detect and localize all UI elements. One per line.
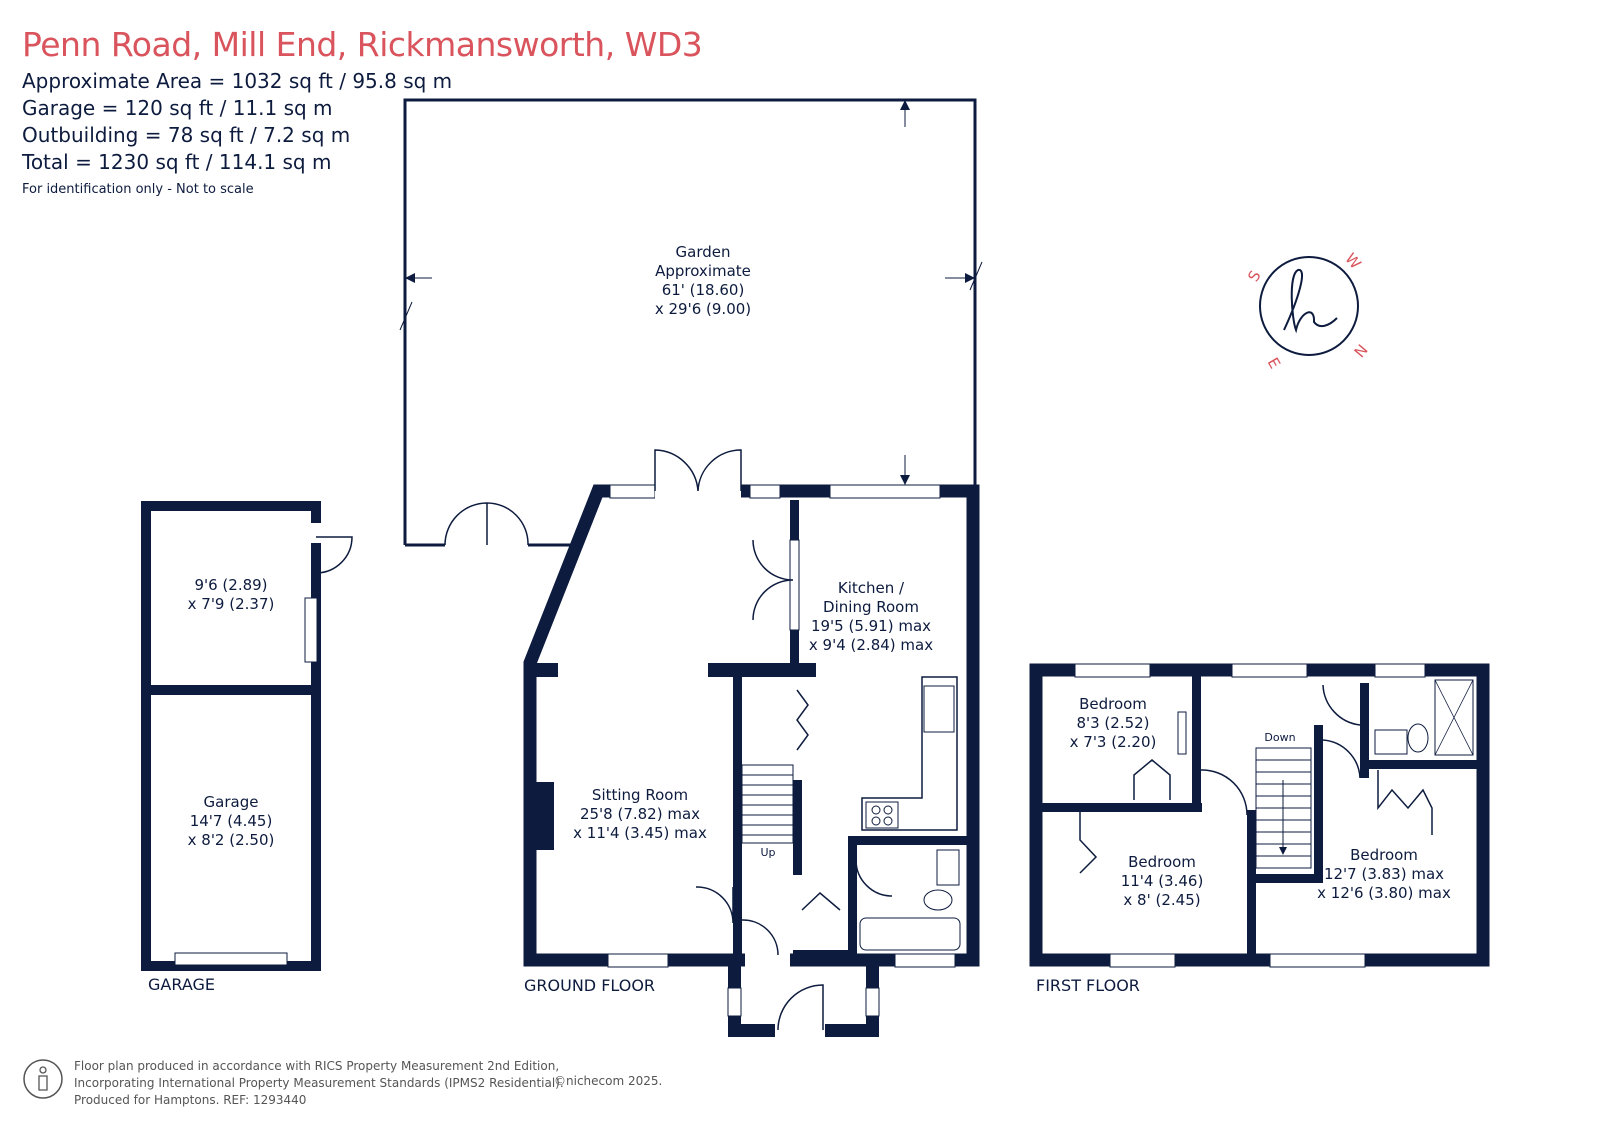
outbuilding-length: 9'6 (2.89) bbox=[194, 576, 267, 594]
garage-label: Garage 14'7 (4.45) x 8'2 (2.50) bbox=[188, 793, 275, 849]
first-stairs bbox=[1255, 747, 1312, 869]
sitting-length: 25'8 (7.82) max bbox=[580, 805, 700, 823]
compass-w: W bbox=[1341, 250, 1364, 273]
compass-n: N bbox=[1351, 341, 1372, 361]
compass-s: S bbox=[1244, 267, 1264, 284]
total-area: Total = 1230 sq ft / 114.1 sq m bbox=[22, 150, 332, 174]
bedroom-1-width: x 7'3 (2.20) bbox=[1070, 733, 1157, 751]
footer-text: Floor plan produced in accordance with R… bbox=[74, 1058, 564, 1109]
info-person-icon bbox=[23, 1059, 63, 1099]
footer: Floor plan produced in accordance with R… bbox=[22, 1058, 564, 1109]
bedroom-1-length: 8'3 (2.52) bbox=[1076, 714, 1149, 732]
bedroom-2-name: Bedroom bbox=[1128, 853, 1196, 871]
bedroom-3-width: x 12'6 (3.80) max bbox=[1317, 884, 1451, 902]
approximate-area: Approximate Area = 1032 sq ft / 95.8 sq … bbox=[22, 69, 453, 93]
garden-name: Garden bbox=[676, 243, 731, 261]
garden-outline bbox=[399, 98, 983, 547]
bedroom-1-name: Bedroom bbox=[1079, 695, 1147, 713]
sitting-name: Sitting Room bbox=[592, 786, 688, 804]
bedroom-2-width: x 8' (2.45) bbox=[1123, 891, 1200, 909]
garage-area: Garage = 120 sq ft / 11.1 sq m bbox=[22, 96, 333, 120]
copyright: ©nichecom 2025. bbox=[554, 1074, 663, 1088]
sitting-room-label: Sitting Room 25'8 (7.82) max x 11'4 (3.4… bbox=[573, 786, 707, 842]
sitting-width: x 11'4 (3.45) max bbox=[573, 824, 707, 842]
garden-width: x 29'6 (9.00) bbox=[655, 300, 751, 318]
bedroom-2-length: 11'4 (3.46) bbox=[1121, 872, 1204, 890]
kitchen-label: Kitchen / Dining Room 19'5 (5.91) max x … bbox=[809, 579, 933, 654]
first-floor-label: FIRST FLOOR bbox=[1036, 976, 1140, 995]
bedroom-3-length: 12'7 (3.83) max bbox=[1324, 865, 1444, 883]
outbuilding-area: Outbuilding = 78 sq ft / 7.2 sq m bbox=[22, 123, 351, 147]
footer-line-1: Floor plan produced in accordance with R… bbox=[74, 1059, 560, 1073]
kitchen-length: 19'5 (5.91) max bbox=[811, 617, 931, 635]
bedroom-1-label: Bedroom 8'3 (2.52) x 7'3 (2.20) bbox=[1070, 695, 1157, 751]
stairs-down-label: Down bbox=[1264, 731, 1295, 744]
first-floor-plan bbox=[1029, 663, 1490, 968]
outbuilding-width: x 7'9 (2.37) bbox=[188, 595, 275, 613]
bedroom-2-label: Bedroom 11'4 (3.46) x 8' (2.45) bbox=[1121, 853, 1204, 909]
property-title: Penn Road, Mill End, Rickmansworth, WD3 bbox=[22, 25, 703, 64]
kitchen-name: Kitchen / bbox=[838, 579, 905, 597]
footer-line-2: Incorporating International Property Mea… bbox=[74, 1076, 564, 1090]
compass-logo bbox=[1259, 256, 1359, 356]
garage-width: x 8'2 (2.50) bbox=[188, 831, 275, 849]
footer-line-3: Produced for Hamptons. REF: 1293440 bbox=[74, 1093, 307, 1107]
garden-approx: Approximate bbox=[655, 262, 751, 280]
garage-name: Garage bbox=[204, 793, 259, 811]
kitchen-name-2: Dining Room bbox=[823, 598, 919, 616]
ground-floor-label: GROUND FLOOR bbox=[524, 976, 655, 995]
garage-floor-label: GARAGE bbox=[148, 975, 215, 994]
garage-plan bbox=[141, 501, 353, 971]
garden-length: 61' (18.60) bbox=[662, 281, 745, 299]
bedroom-3-name: Bedroom bbox=[1350, 846, 1418, 864]
header: Penn Road, Mill End, Rickmansworth, WD3 … bbox=[22, 22, 722, 197]
garage-length: 14'7 (4.45) bbox=[190, 812, 273, 830]
ground-floor-plan bbox=[523, 449, 980, 1039]
bedroom-3-label: Bedroom 12'7 (3.83) max x 12'6 (3.80) ma… bbox=[1317, 846, 1451, 902]
disclaimer: For identification only - Not to scale bbox=[22, 182, 254, 197]
garden-label: Garden Approximate 61' (18.60) x 29'6 (9… bbox=[655, 243, 751, 318]
outbuilding-label: 9'6 (2.89) x 7'9 (2.37) bbox=[188, 576, 275, 613]
stairs-up-label: Up bbox=[760, 846, 775, 859]
ground-stairs bbox=[741, 764, 794, 844]
compass-e: E bbox=[1264, 354, 1284, 371]
kitchen-width: x 9'4 (2.84) max bbox=[809, 636, 933, 654]
